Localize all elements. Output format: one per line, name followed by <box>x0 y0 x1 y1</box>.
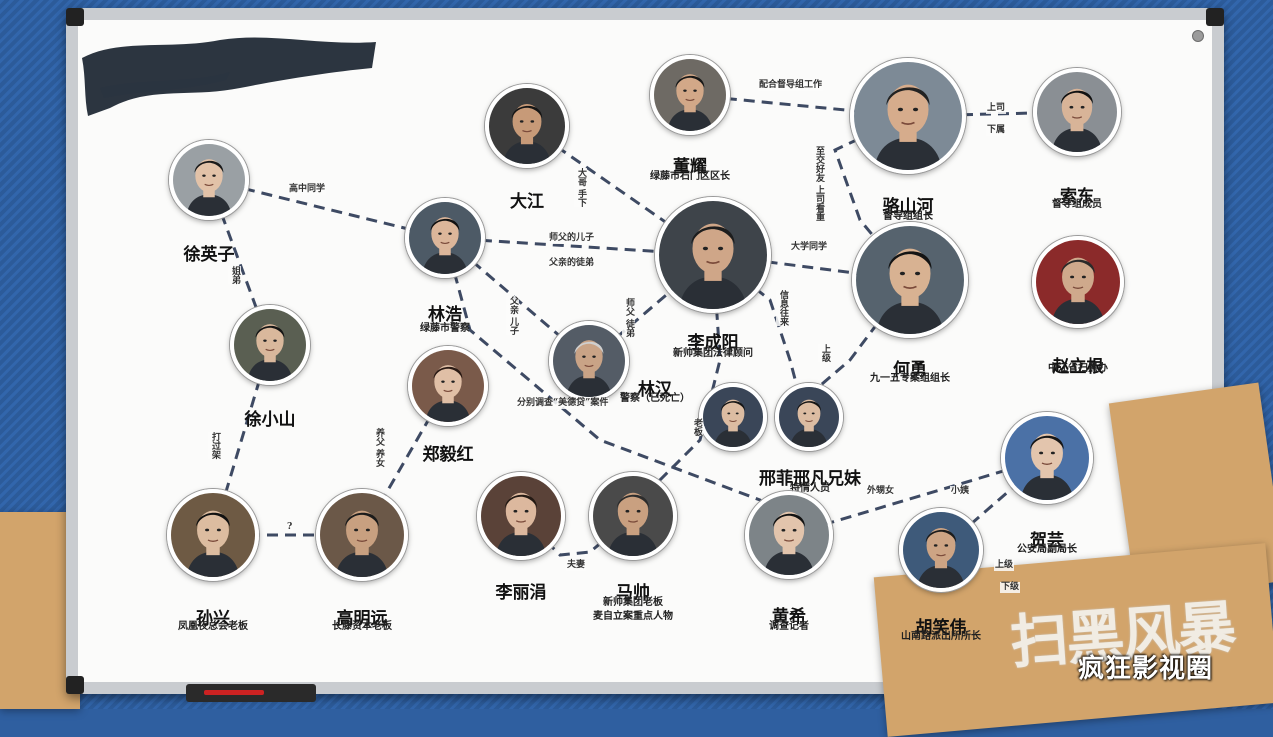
edge-label-linhan-lichengyang: 师父 徒弟 <box>622 298 635 338</box>
edge-label-linhao-lichengyang: 师父的儿子 <box>548 233 596 244</box>
portrait-mashuai <box>589 472 677 560</box>
role-hewei: 公安局副局长 <box>1017 544 1077 555</box>
portrait-xingfei-2 <box>699 383 767 451</box>
edge-label-dajiang-lichengyang: 大哥 手下 <box>574 168 587 208</box>
portrait-xingfei <box>775 383 843 451</box>
name-linhan: 林汉 <box>638 380 672 400</box>
edge-label-lichengyang-mashuai: 老板 <box>690 418 703 436</box>
name-mashuai: 马帅 <box>616 583 650 603</box>
portrait-dajiang <box>485 84 569 168</box>
portrait-suodong <box>1033 68 1121 156</box>
edge-label-lichengyang-heyong: 大学同学 <box>790 242 829 253</box>
portrait-hewei <box>1001 412 1093 504</box>
name-dajiang: 大江 <box>510 192 544 212</box>
name-zhaoligen: 赵立根 <box>1052 357 1104 377</box>
name-lichengyang: 李成阳 <box>687 333 739 353</box>
marker-tray <box>186 684 316 702</box>
role-luoshanhe: 督导组组长 <box>883 211 933 222</box>
portrait-gaomingyuan <box>316 489 408 581</box>
ink-brush-stroke <box>82 37 376 116</box>
role-gaomingyuan: 长藤资本老板 <box>332 621 392 632</box>
name-linhao: 林浩 <box>428 305 462 325</box>
edge-label-luoshanhe-suodong-2: 下属 <box>986 125 1007 136</box>
portrait-sunxing <box>167 489 259 581</box>
portrait-zhaoligen <box>1032 236 1124 328</box>
edge-label-lichengyang-xingfei: 信息往来 <box>776 290 789 326</box>
name-heyong: 何勇 <box>893 360 927 380</box>
watermark: 疯狂影视圈 <box>1078 654 1214 684</box>
portrait-dongyao <box>650 55 730 135</box>
name-huangxi: 黄希 <box>772 607 806 627</box>
name-suodong: 索东 <box>1060 187 1094 207</box>
edge-label-xuyingzi-linhao: 高中同学 <box>288 184 327 195</box>
name-hewei: 贺芸 <box>1030 531 1064 551</box>
name-xingfei: 邢菲邢凡兄妹 <box>759 469 861 489</box>
board-corner-bottom-left <box>66 676 84 694</box>
board-corner-top-left <box>66 8 84 26</box>
name-lilijuan: 李丽涓 <box>495 583 547 603</box>
role-zhaoligen: 中江省扫黑办 <box>1048 363 1108 374</box>
screw <box>1192 30 1204 42</box>
name-zhengyihong: 郑毅红 <box>422 445 474 465</box>
role-dongyao: 绿藤市石门区区长 <box>650 171 730 182</box>
edge-label-linhao-linhan: 父亲 儿子 <box>506 296 519 336</box>
name-xuxiaoshan: 徐小山 <box>244 410 296 430</box>
edge-label-linhao-huangxi: 分别调查“美德贷”案件 <box>516 398 610 409</box>
board-corner-top-right <box>1206 8 1224 26</box>
edge-label-hewei-huxiaowei: 上级 <box>994 560 1015 571</box>
role-sunxing: 凤凰夜总会老板 <box>178 621 248 632</box>
edge-label-huangxi-hewei: 外甥女 <box>866 486 896 497</box>
portrait-huangxi <box>745 491 833 579</box>
edge-label-luoshanhe-heyong: 至交好友 上司看重 <box>812 146 825 222</box>
edge-label-heyong-xingfei: 上级 <box>818 344 831 362</box>
portrait-xuxiaoshan <box>230 305 310 385</box>
name-xuyingzi: 徐英子 <box>183 245 235 265</box>
name-huxiaowei: 胡笑伟 <box>915 618 967 638</box>
edge-label-hewei-huxiaowei-2: 下级 <box>1000 582 1021 593</box>
portrait-huxiaowei <box>899 508 983 592</box>
edge-label-gaomingyuan-zhengyihong: 养父 养女 <box>372 428 385 468</box>
portrait-linhan <box>549 321 629 401</box>
edge-label-dongyao-luoshanhe: 配合督导组工作 <box>758 80 824 91</box>
name-sunxing: 孙兴 <box>196 609 230 629</box>
portrait-xuyingzi <box>169 140 249 220</box>
role-linhao: 绿藤市警察 <box>420 323 470 334</box>
name-luoshanhe: 骆山河 <box>882 197 934 217</box>
portrait-lichengyang <box>655 197 771 313</box>
edge-label-xuxiaoshan-sunxing: 打过架 <box>208 432 221 459</box>
name-dongyao: 董耀 <box>673 157 707 177</box>
edge-label-sunxing-gaomingyuan: ? <box>286 522 294 533</box>
edge-label-lilijuan-mashuai: 夫妻 <box>566 560 587 571</box>
name-gaomingyuan: 高明远 <box>336 609 388 629</box>
portrait-luoshanhe <box>850 58 966 174</box>
role-suodong: 督导组成员 <box>1052 199 1102 210</box>
portrait-zhengyihong <box>408 346 488 426</box>
role-heyong: 九一五专案组组长 <box>870 373 950 384</box>
edge-label-linhao-lichengyang-2: 父亲的徒弟 <box>548 258 596 269</box>
portrait-heyong <box>852 222 968 338</box>
edge-label-luoshanhe-suodong: 上司 <box>986 103 1007 114</box>
role-huangxi: 调查记者 <box>769 621 809 632</box>
portrait-linhao <box>405 198 485 278</box>
role-linhan: 警察（已死亡） <box>620 393 690 404</box>
role-lichengyang: 新帅集团法律顾问 <box>673 348 753 359</box>
role-mashuai: 新帅集团老板 麦自立案重点人物 <box>593 597 673 622</box>
role-xingfei: 特情人员 <box>790 483 830 494</box>
portrait-lilijuan <box>477 472 565 560</box>
role-huxiaowei: 山南路派出所所长 <box>901 631 981 642</box>
edge-label-huangxi-hewei-2: 小姨 <box>950 486 971 497</box>
edge-label-xuyingzi-xuxiaoshan: 姐弟 <box>228 266 241 284</box>
